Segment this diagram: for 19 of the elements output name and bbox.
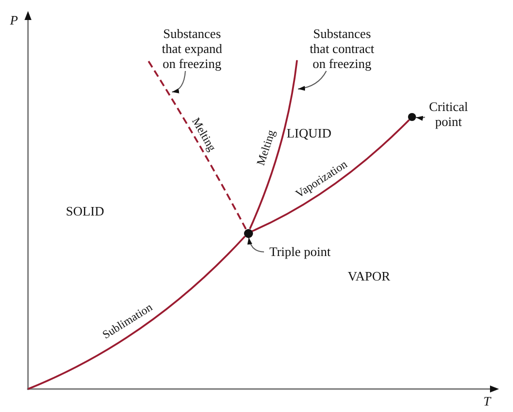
leader-arrow (415, 116, 426, 121)
leader-arrow (248, 236, 264, 252)
annotation-text: Substances that contract on freezing (297, 26, 379, 71)
triple-point-dot (244, 228, 252, 238)
axis-label: T (483, 394, 491, 408)
leader-arrow (298, 70, 327, 91)
dashed-phase-boundary-curve (146, 58, 247, 230)
annotation-text: Triple point (264, 244, 336, 259)
region-label: SOLID (66, 204, 104, 218)
phase-boundary-curve (28, 236, 246, 390)
phase-boundary-curve (249, 60, 298, 230)
annotation-text: Critical point (425, 99, 472, 129)
phase-boundary-curve (252, 119, 410, 232)
region-label: LIQUID (286, 126, 332, 140)
annotation-text: Substances that expand on freezing (147, 26, 227, 71)
critical-point-dot (408, 113, 416, 121)
region-label: VAPOR (348, 268, 390, 284)
leader-arrow (172, 70, 186, 93)
axis-label: P (10, 12, 18, 28)
